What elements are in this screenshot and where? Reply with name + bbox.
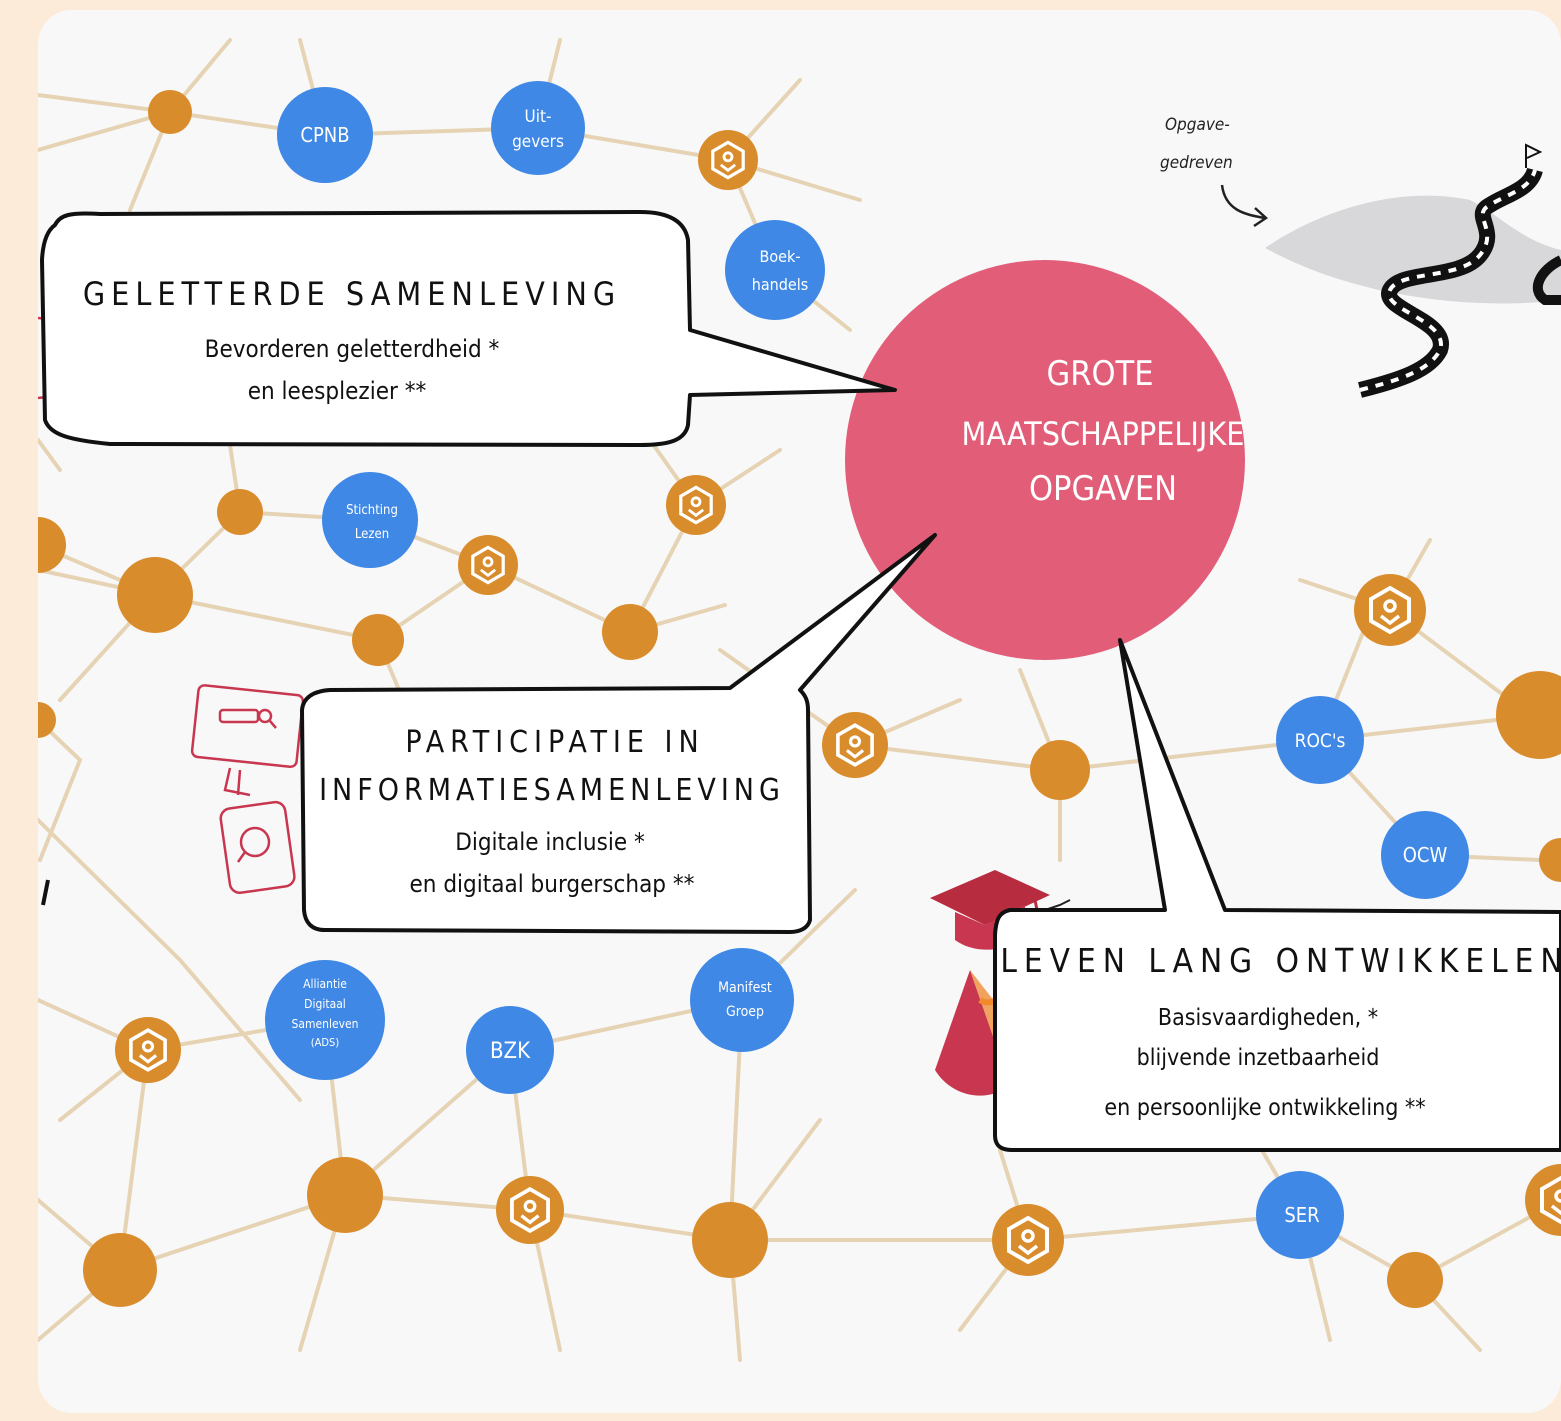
tablet-icon: [219, 800, 296, 894]
opgave-label-line-2: gedreven: [1160, 153, 1233, 173]
partner-label-uitgevers: Uit-: [525, 107, 552, 127]
partner-label-ser: SER: [1284, 1203, 1319, 1227]
partner-node-bzk: [466, 1006, 554, 1094]
library-node: [458, 535, 518, 595]
partner-label-boekhandels: Boek-: [759, 247, 800, 266]
bubble-geletterde-title: GELETTERDE SAMENLEVING: [83, 275, 621, 313]
library-node: [822, 712, 888, 778]
org-node: [1030, 740, 1090, 800]
bubble-participatie-title-2: INFORMATIESAMENLEVING: [319, 773, 785, 808]
bubble-leven-line-1: Basisvaardigheden, *: [1158, 1005, 1378, 1031]
bubble-participatie-line-1: Digitale inclusie *: [455, 828, 645, 856]
bubble-participatie-line-2: en digitaal burgerschap **: [410, 870, 695, 898]
partner-label-alliantie: Alliantie: [303, 977, 347, 991]
org-node: [38, 702, 56, 738]
partner-label-boekhandels: handels: [752, 275, 809, 294]
bubble-geletterde: [40, 210, 897, 447]
center-circle: [845, 260, 1245, 660]
bubble-participatie: [300, 533, 937, 934]
org-node: [1387, 1252, 1443, 1308]
library-node: [1525, 1164, 1561, 1236]
center-line-1: GROTE: [1046, 354, 1153, 394]
partner-label-alliantie: Digitaal: [304, 997, 346, 1011]
partner-node-ocw: [1381, 811, 1469, 899]
org-node: [38, 517, 66, 573]
partner-label-roc: ROC's: [1295, 730, 1346, 752]
library-node: [115, 1017, 181, 1083]
org-node: [692, 1202, 768, 1278]
org-node: [352, 614, 404, 666]
opgave-arrow: [1220, 184, 1269, 228]
library-node: [698, 130, 758, 190]
bubble-geletterde-line-1: Bevorderen geletterdheid *: [205, 335, 500, 363]
org-node: [117, 557, 193, 633]
org-node: [1539, 838, 1561, 882]
partner-label-bzk: BZK: [490, 1039, 531, 1064]
org-node: [83, 1233, 157, 1307]
partner-label-manifest: Groep: [726, 1004, 764, 1020]
bubble-leven-title: LEVEN LANG ONTWIKKELEN: [1000, 941, 1561, 980]
library-node: [496, 1176, 564, 1244]
partner-node-roc: [1276, 696, 1364, 784]
road-illustration: [1265, 143, 1561, 398]
bubble-leven-line-2: blijvende inzetbaarheid: [1137, 1045, 1380, 1071]
partner-node-cpnb: [277, 87, 373, 183]
computer-icon: [190, 684, 305, 797]
library-node: [1354, 574, 1426, 646]
library-node: [992, 1204, 1064, 1276]
center-line-3: OPGAVEN: [1029, 469, 1177, 509]
partner-node-ser: [1256, 1171, 1344, 1259]
org-node: [148, 90, 192, 134]
partner-label-alliantie: (ADS): [311, 1036, 340, 1049]
org-node: [1496, 671, 1561, 759]
library-node: [666, 475, 726, 535]
partner-node-boekhandels: [725, 220, 825, 320]
partner-node-stichting: [322, 472, 418, 568]
partner-node-manifest: [690, 948, 794, 1052]
bubble-geletterde-line-2: en leesplezier **: [248, 377, 427, 405]
organisation-nodes: [38, 90, 1561, 1308]
partner-label-stichting: Stichting: [346, 503, 398, 518]
library-logo-nodes: [115, 130, 1561, 1276]
partner-label-ocw: OCW: [1403, 843, 1448, 867]
partner-node-uitgevers: [491, 81, 585, 175]
org-node: [307, 1157, 383, 1233]
pen-mark: [41, 879, 50, 906]
bubble-leven-line-3: en persoonlijke ontwikkeling **: [1104, 1095, 1425, 1121]
partner-node-alliantie: [265, 960, 385, 1080]
bubble-leven: [993, 638, 1561, 1152]
center-line-2: MAATSCHAPPELIJKE: [962, 415, 1245, 453]
opgave-label-line-1: Opgave-: [1165, 115, 1230, 135]
org-node: [602, 604, 658, 660]
bubble-participatie-title-1: PARTICIPATIE IN: [405, 725, 704, 760]
partner-nodes: CPNB Uit- gevers Boek- handels Stichting…: [265, 81, 1469, 1259]
partner-label-stichting: Lezen: [355, 527, 389, 542]
org-node: [217, 489, 263, 535]
partner-label-manifest: Manifest: [718, 980, 772, 996]
partner-label-cpnb: CPNB: [300, 123, 349, 147]
partner-label-uitgevers: gevers: [512, 132, 564, 152]
partner-label-alliantie: Samenleven: [292, 1017, 359, 1031]
